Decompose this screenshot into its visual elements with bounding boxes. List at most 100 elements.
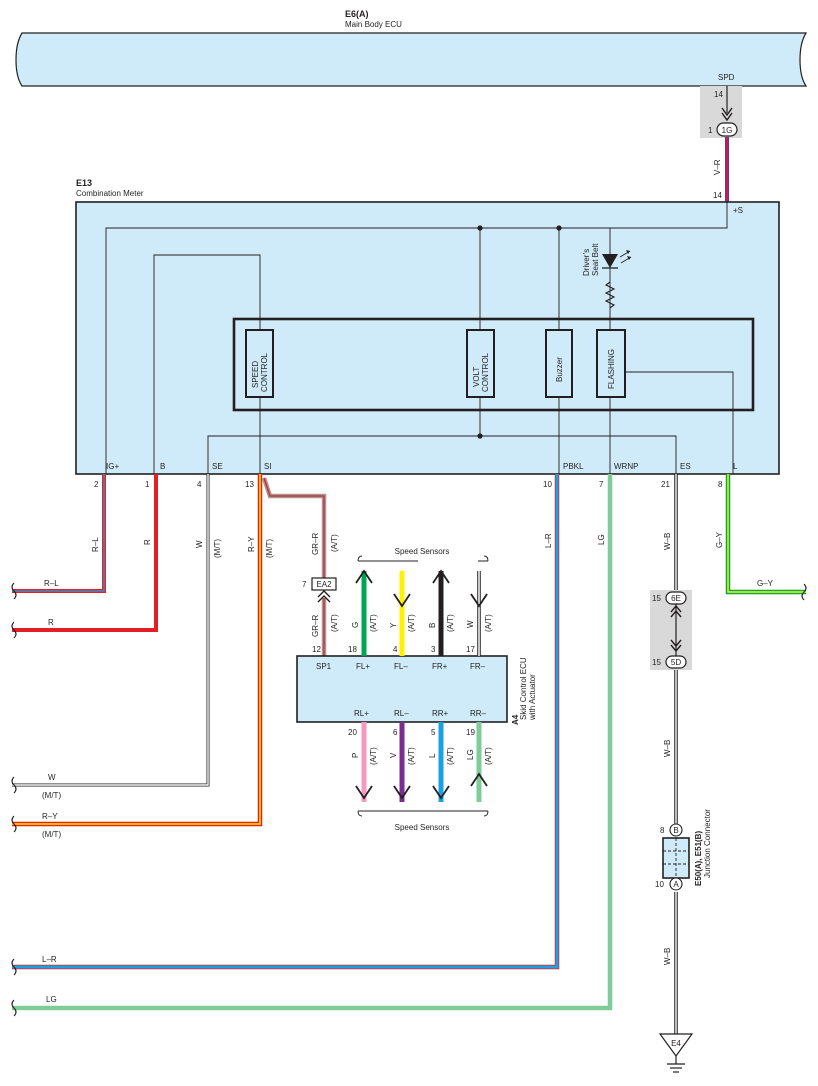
wire-lr: L–R L–R <box>12 474 560 970</box>
lamp-label-line2: Seat Belt <box>591 243 600 276</box>
wire-wb-label-3: W–B <box>663 948 672 965</box>
speed-control-line1: SPEED <box>251 361 260 388</box>
junction-letter-bottom: A <box>673 880 679 889</box>
connector-6e-5d: 6E 15 5D 15 <box>650 590 692 670</box>
junction-pin-top: 8 <box>660 826 665 835</box>
wire-rl-plus-mode: (A/T) <box>369 747 378 765</box>
flashing-block: FLASHING <box>596 329 626 398</box>
connector-1g-id: 1G <box>722 126 733 135</box>
wire-ry: R–Y (M/T) R–Y (M/T) <box>12 474 274 839</box>
connector-1g-badge <box>716 122 738 137</box>
terminal-pbkl: PBKL <box>563 462 584 471</box>
wire-fr-minus-mode: (A/T) <box>484 614 493 632</box>
wire-w-end-label: W <box>48 773 56 782</box>
wire-grr-mode: (A/T) <box>330 534 339 552</box>
wire-rl-plus-color: P <box>351 753 360 758</box>
wire-fl-minus-mode: (A/T) <box>407 614 416 632</box>
wire-w: W (M/T) W (M/T) <box>12 474 222 800</box>
wire-rr-minus-color: LG <box>466 749 475 760</box>
skid-pin-rl-minus: 6 <box>393 728 398 737</box>
skid-terminal-sp1: SP1 <box>316 662 332 671</box>
connector-ea2-pin: 7 <box>302 580 307 589</box>
connector-1g-pin-top: 14 <box>714 90 723 99</box>
connector-ea2: EA2 7 <box>302 577 337 603</box>
wire-fr-plus-color: B <box>428 623 437 628</box>
wire-wb: W–B W–B W–B <box>663 474 678 1034</box>
terminal-se: SE <box>212 462 223 471</box>
speed-sensors-rear: P (A/T) V (A/T) L (A/T) LG (A/T) Speed S… <box>351 722 493 832</box>
wire-fl-plus-mode: (A/T) <box>369 614 378 632</box>
wire-vr-label: V–R <box>713 159 722 175</box>
main-body-ecu: E6(A) Main Body ECU SPD <box>15 9 808 87</box>
pin-pbkl: 10 <box>543 480 552 489</box>
wire-rr-plus-color: L <box>428 753 437 758</box>
wire-grr: GR–R (A/T) GR–R (A/T) <box>261 477 339 657</box>
wire-rl-minus-mode: (A/T) <box>407 747 416 765</box>
combination-meter-name: Combination Meter <box>76 189 144 198</box>
wire-ry-end-mode: (M/T) <box>42 830 61 839</box>
wire-rr-plus-mode: (A/T) <box>446 747 455 765</box>
wire-r: R R <box>12 474 158 632</box>
wire-w-mode: (M/T) <box>213 539 222 558</box>
wire-grr-mode-lower: (A/T) <box>330 614 339 632</box>
wire-lr-end-label: L–R <box>42 955 57 964</box>
wire-grr-label-lower: GR–R <box>311 615 320 637</box>
speed-sensors-front: Speed Sensors G (A/T) Y (A/T) B (A/T) W … <box>351 547 493 656</box>
wire-lg-label: LG <box>597 534 606 545</box>
terminal-b: B <box>160 462 165 471</box>
skid-terminal-fr-minus: FR– <box>470 662 486 671</box>
wire-vr-pin: 14 <box>713 191 722 200</box>
wire-gy-end-label: G–Y <box>757 579 774 588</box>
connector-5d-pin: 15 <box>652 658 661 667</box>
main-body-ecu-code: E6(A) <box>345 9 369 19</box>
plus-s-terminal: +S <box>733 206 743 215</box>
skid-terminal-fl-plus: FL+ <box>356 662 370 671</box>
junction-letter-top: B <box>673 826 678 835</box>
speed-control-line2: CONTROL <box>260 352 269 392</box>
ground-e4: E4 <box>658 1033 694 1073</box>
pin-l: 8 <box>718 480 723 489</box>
pin-b: 1 <box>145 480 150 489</box>
wire-rl-end-label: R–L <box>44 579 59 588</box>
wire-ry-end-label: R–Y <box>42 812 58 821</box>
skid-terminal-fl-minus: FL– <box>394 662 408 671</box>
skid-pin-rr-minus: 19 <box>466 728 475 737</box>
buzzer-label: Buzzer <box>555 357 564 382</box>
skid-terminal-rr-plus: RR+ <box>432 709 449 718</box>
connector-6e-badge <box>665 591 687 605</box>
skid-terminal-rl-plus: RL+ <box>354 709 369 718</box>
connector-5d-badge <box>665 655 687 669</box>
skid-pin-fr-minus: 17 <box>466 645 475 654</box>
terminal-es: ES <box>680 462 691 471</box>
skid-terminal-rr-minus: RR– <box>470 709 487 718</box>
combination-meter-code: E13 <box>76 178 92 188</box>
wire-lg: LG LG <box>12 474 613 1011</box>
skid-pin-fl-plus: 18 <box>348 645 357 654</box>
ground-id: E4 <box>671 1039 681 1048</box>
terminal-ig: IG+ <box>106 462 119 471</box>
skid-ecu-code: A4 <box>511 714 520 725</box>
seat-belt-lamp: Driver’s Seat Belt <box>582 243 632 276</box>
lamp-label-line1: Driver’s <box>582 249 591 276</box>
connector-1g: 1G 14 1 <box>700 86 742 138</box>
speed-sensors-bottom-label: Speed Sensors <box>395 823 450 832</box>
wire-lr-label: L–R <box>544 533 553 548</box>
connector-ea2-id: EA2 <box>316 580 332 589</box>
wire-gy-label: G–Y <box>715 531 724 548</box>
wire-rl-minus-color: V <box>389 752 398 758</box>
wire-vr: V–R 14 <box>713 137 729 202</box>
skid-control-ecu: A4 Skid Control ECU with Actuator SP1 FL… <box>296 645 537 737</box>
skid-terminal-fr-plus: FR+ <box>432 662 448 671</box>
wire-wb-label-1: W–B <box>663 533 672 550</box>
speed-control-block: SPEED CONTROL <box>245 329 274 398</box>
volt-control-block: VOLT CONTROL <box>466 329 495 398</box>
junction-connector: B 8 A 10 E50(A), E51(B) Junction Connect… <box>655 809 712 891</box>
wire-grr-label: GR–R <box>311 533 320 555</box>
volt-control-line1: VOLT <box>472 367 481 387</box>
skid-pin-rr-plus: 5 <box>431 728 436 737</box>
pin-wrnp: 7 <box>599 480 604 489</box>
terminal-l: L <box>733 462 738 471</box>
spd-terminal-label: SPD <box>718 73 735 82</box>
wire-r-label: R <box>143 539 152 545</box>
